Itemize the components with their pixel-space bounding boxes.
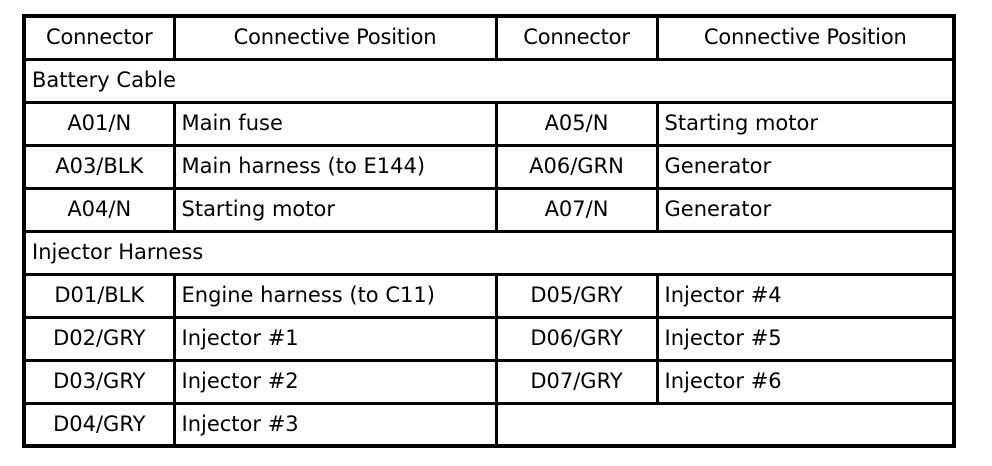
column-header-position-right: Connective Position xyxy=(655,14,956,61)
table-row: A03/BLK Main harness (to E144) A06/GRN G… xyxy=(22,143,956,190)
cell-position-right: Generator xyxy=(655,186,956,233)
table-row: A01/N Main fuse A05/N Starting motor xyxy=(22,100,956,147)
cell-connector-left: D02/GRY xyxy=(22,315,176,362)
cell-connector-right: D06/GRY xyxy=(494,315,659,362)
cell-connector-right: A07/N xyxy=(494,186,659,233)
table-row: D02/GRY Injector #1 D06/GRY Injector #5 xyxy=(22,315,956,362)
section-title-battery-cable: Battery Cable xyxy=(22,57,956,104)
cell-position-left: Injector #1 xyxy=(172,315,498,362)
column-header-position-left: Connective Position xyxy=(172,14,498,61)
section-title-injector-harness: Injector Harness xyxy=(22,229,956,276)
cell-position-left: Injector #3 xyxy=(172,401,498,448)
cell-connector-left: D01/BLK xyxy=(22,272,176,319)
cell-connector-left: D03/GRY xyxy=(22,358,176,405)
cell-position-right: Injector #4 xyxy=(655,272,956,319)
column-header-connector-left: Connector xyxy=(22,14,176,61)
table-row: D01/BLK Engine harness (to C11) D05/GRY … xyxy=(22,272,956,319)
cell-empty-right xyxy=(494,401,956,448)
cell-connector-right: D05/GRY xyxy=(494,272,659,319)
table-row: D03/GRY Injector #2 D07/GRY Injector #6 xyxy=(22,358,956,405)
table-row: A04/N Starting motor A07/N Generator xyxy=(22,186,956,233)
cell-position-right: Injector #5 xyxy=(655,315,956,362)
table-row: D04/GRY Injector #3 xyxy=(22,401,956,448)
cell-connector-right: A06/GRN xyxy=(494,143,659,190)
cell-connector-left: D04/GRY xyxy=(22,401,176,448)
cell-connector-left: A04/N xyxy=(22,186,176,233)
section-header-row: Battery Cable xyxy=(22,57,956,104)
cell-position-left: Main harness (to E144) xyxy=(172,143,498,190)
cell-position-right: Generator xyxy=(655,143,956,190)
cell-position-right: Injector #6 xyxy=(655,358,956,405)
connector-table-container: Connector Connective Position Connector … xyxy=(22,14,956,448)
cell-position-left: Main fuse xyxy=(172,100,498,147)
cell-connector-right: D07/GRY xyxy=(494,358,659,405)
cell-position-left: Engine harness (to C11) xyxy=(172,272,498,319)
section-header-row: Injector Harness xyxy=(22,229,956,276)
cell-position-left: Starting motor xyxy=(172,186,498,233)
connector-reference-table: Connector Connective Position Connector … xyxy=(22,14,956,448)
cell-connector-left: A03/BLK xyxy=(22,143,176,190)
cell-position-left: Injector #2 xyxy=(172,358,498,405)
cell-connector-right: A05/N xyxy=(494,100,659,147)
table-header-row: Connector Connective Position Connector … xyxy=(22,14,956,61)
column-header-connector-right: Connector xyxy=(494,14,659,61)
cell-connector-left: A01/N xyxy=(22,100,176,147)
cell-position-right: Starting motor xyxy=(655,100,956,147)
